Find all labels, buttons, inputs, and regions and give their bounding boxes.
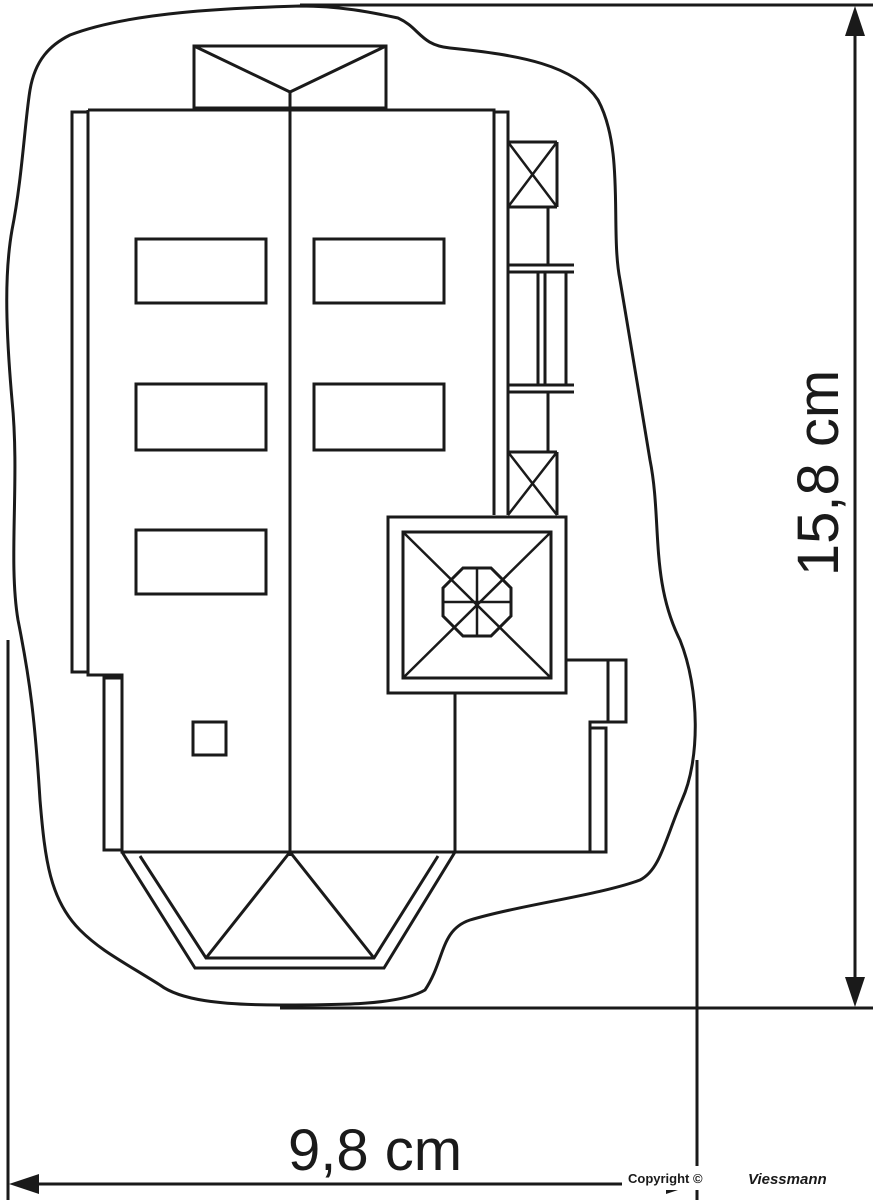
- width-dimension: 9,8 cm: [6, 640, 699, 1200]
- left-eave: [70, 110, 88, 674]
- lower-right-wing: [455, 658, 610, 854]
- arrow-up-icon: [845, 6, 865, 36]
- octagon-spire: [441, 566, 513, 638]
- side-bay: [606, 658, 628, 724]
- main-roof: [86, 108, 496, 854]
- right-annex: [507, 140, 574, 516]
- bottom-hip-roof: [120, 851, 457, 970]
- tower: [386, 515, 568, 695]
- top-gable: [192, 44, 388, 110]
- lower-right-eave: [588, 722, 608, 854]
- height-label: 15,8 cm: [786, 370, 851, 576]
- chimney: [191, 720, 228, 757]
- height-dimension: 15,8 cm: [280, 3, 873, 1010]
- lower-left-eave: [102, 676, 122, 852]
- roof-windows: [134, 237, 446, 596]
- brand-logo: Viessmann: [748, 1171, 827, 1188]
- arrow-down-icon: [845, 977, 865, 1007]
- base-plate-outline: [5, 4, 697, 1007]
- copyright-backdrop: [622, 1166, 873, 1190]
- arrow-left-icon: [9, 1174, 39, 1194]
- copyright-text: Copyright ©: [628, 1171, 703, 1186]
- width-label: 9,8 cm: [288, 1118, 462, 1183]
- right-eave: [494, 110, 510, 515]
